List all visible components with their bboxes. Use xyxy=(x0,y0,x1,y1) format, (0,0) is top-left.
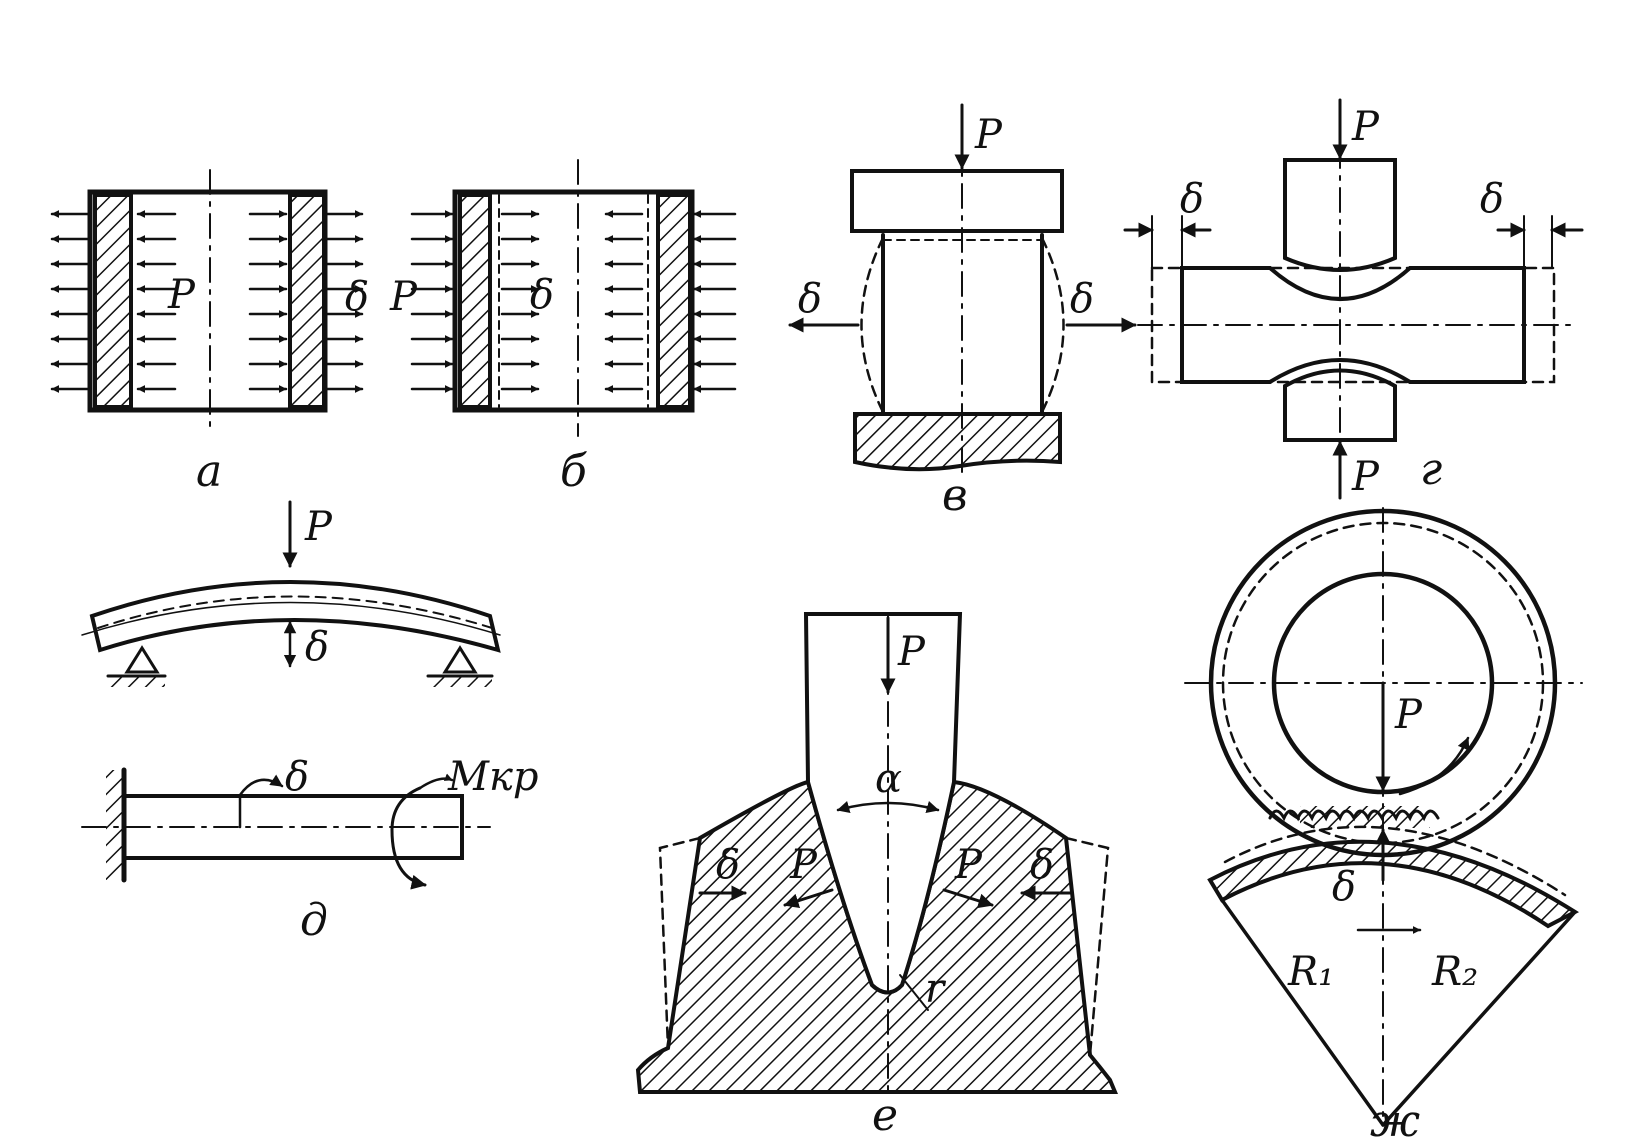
upper-die xyxy=(850,169,1064,233)
label-g-disp-left: δ xyxy=(1180,176,1204,222)
blank-sector xyxy=(1207,839,1580,929)
label-e-force-right: P xyxy=(954,842,983,888)
bent-beam xyxy=(89,580,501,653)
support-right xyxy=(442,645,478,674)
caption-g: г xyxy=(1420,444,1442,495)
label-a-displacement: δ xyxy=(345,274,369,320)
caption-zh: ж xyxy=(1370,1096,1420,1146)
label-b-displacement: δ xyxy=(530,272,554,318)
lower-die xyxy=(853,412,1062,472)
label-e-radius: r xyxy=(925,966,947,1012)
panel-d xyxy=(81,500,501,890)
panel-v xyxy=(788,103,1137,481)
label-d-twist: δ xyxy=(285,754,309,800)
label-e-disp-left: δ xyxy=(716,842,740,888)
caption-a: а xyxy=(196,446,222,497)
label-e-force: P xyxy=(897,629,926,675)
label-e-disp-right: δ xyxy=(1030,842,1054,888)
panel-zh xyxy=(1184,507,1583,1127)
label-g-force-top: P xyxy=(1351,104,1380,150)
label-v-force: P xyxy=(974,112,1003,158)
label-d-displacement: δ xyxy=(305,624,329,670)
label-zh-displacement: δ xyxy=(1332,864,1356,910)
upper-punch xyxy=(1283,158,1397,272)
caption-d: д xyxy=(300,895,328,946)
label-zh-radius2: R₂ xyxy=(1431,949,1478,995)
pipe-b-wall-left xyxy=(458,193,492,409)
caption-e: е xyxy=(872,1090,898,1141)
support-left xyxy=(124,645,160,674)
label-v-disp-right: δ xyxy=(1070,276,1094,322)
panel-a xyxy=(50,169,364,433)
lower-punch xyxy=(1283,368,1397,442)
pipe-a-wall-left xyxy=(93,193,133,409)
pipe-a-wall-right xyxy=(288,193,326,409)
panel-g xyxy=(1123,98,1584,500)
caption-b: б xyxy=(560,446,587,497)
label-a-force: P xyxy=(167,272,196,318)
label-zh-force: P xyxy=(1394,692,1423,738)
label-zh-radius1: R₁ xyxy=(1287,949,1334,995)
label-g-disp-right: δ xyxy=(1480,176,1504,222)
label-d-moment: Mкр xyxy=(447,754,538,800)
label-v-disp-left: δ xyxy=(798,276,822,322)
caption-v: в xyxy=(942,470,968,521)
label-b-force: P xyxy=(389,274,418,320)
label-e-force-left: P xyxy=(789,842,818,888)
panel-e xyxy=(635,612,1118,1096)
label-e-angle: α xyxy=(875,756,902,802)
wall xyxy=(106,770,126,880)
panel-b xyxy=(410,159,737,437)
label-d-force: P xyxy=(304,504,333,550)
shaft xyxy=(122,794,464,860)
pipe-b-wall-right xyxy=(656,193,692,409)
label-g-force-bottom: P xyxy=(1351,454,1380,500)
